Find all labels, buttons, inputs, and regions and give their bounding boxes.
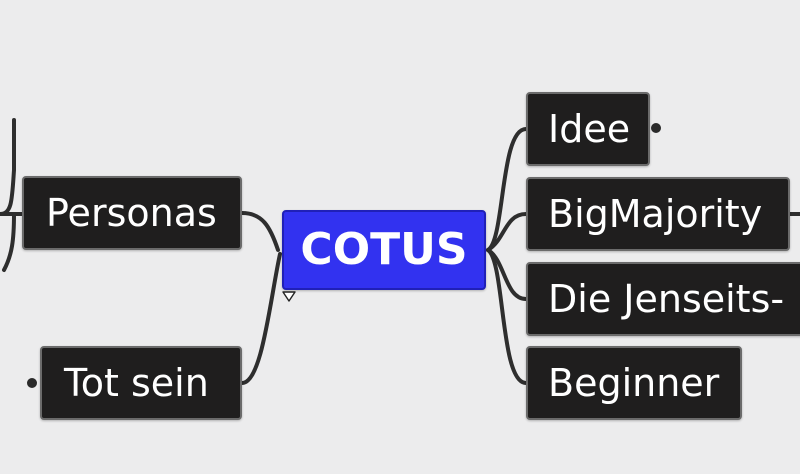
central-topic[interactable]: COTUS (282, 210, 486, 290)
connector-offscreen-upper (0, 118, 16, 216)
topic-die-jenseits[interactable]: Die Jenseits- (526, 262, 800, 336)
connector-tot-sein (240, 252, 282, 385)
topic-tot-sein[interactable]: Tot sein (40, 346, 242, 420)
topic-personas[interactable]: Personas (22, 176, 242, 250)
topic-label: Personas (46, 191, 217, 235)
topic-label: BigMajority (548, 192, 763, 236)
central-topic-label: COTUS (300, 224, 468, 275)
topic-label: Die Jenseits- (548, 277, 785, 321)
topic-beginner[interactable]: Beginner (526, 346, 742, 420)
topic-label: Idee (548, 107, 631, 151)
topic-label: Tot sein (64, 361, 209, 405)
connector-idee (486, 127, 528, 252)
topic-label: Beginner (548, 361, 720, 405)
connector-bigmajority (486, 212, 528, 252)
topic-idee[interactable]: Idee (526, 92, 650, 166)
topic-bigmajority[interactable]: BigMajority (526, 177, 790, 251)
collapse-toggle-icon[interactable] (282, 291, 296, 302)
collapsed-branch-dot-idee[interactable] (651, 123, 661, 133)
connector-personas (240, 211, 280, 252)
connector-beginner (486, 248, 528, 385)
collapsed-branch-dot-tot-sein[interactable] (27, 378, 37, 388)
connector-offscreen-lower (2, 212, 16, 272)
